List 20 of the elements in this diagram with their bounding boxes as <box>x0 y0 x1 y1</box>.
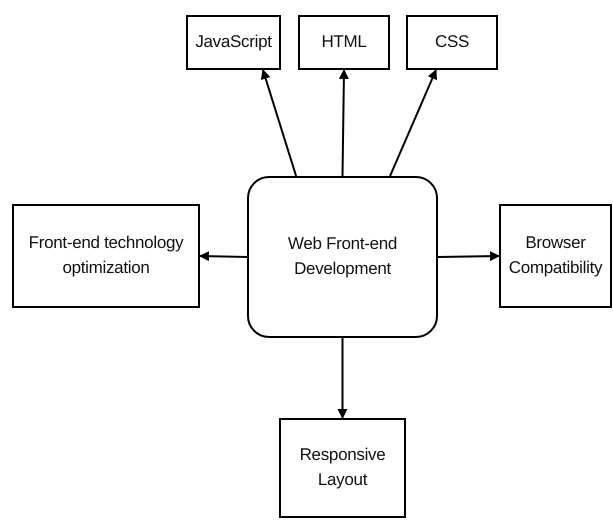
node-label: Browser Compatibility <box>508 232 604 279</box>
arrow <box>338 69 349 176</box>
arrow <box>199 251 248 262</box>
node-label: CSS <box>434 31 470 54</box>
node-label: Front-end technology optimization <box>28 232 184 279</box>
rounded-process-box <box>247 176 438 338</box>
process-box <box>298 15 390 70</box>
process-box <box>12 204 200 308</box>
arrow <box>338 338 348 419</box>
process-box <box>499 204 612 308</box>
arrow <box>389 69 437 176</box>
process-box <box>406 15 498 70</box>
arrow <box>438 251 500 262</box>
node-label: HTML <box>321 31 367 54</box>
node-label: Web Front-end Development <box>286 233 398 280</box>
node-label: Responsive Layout <box>298 444 386 491</box>
process-box <box>186 15 281 70</box>
arrow <box>260 69 298 176</box>
process-box <box>279 418 406 518</box>
node-label: JavaScript <box>195 31 272 54</box>
